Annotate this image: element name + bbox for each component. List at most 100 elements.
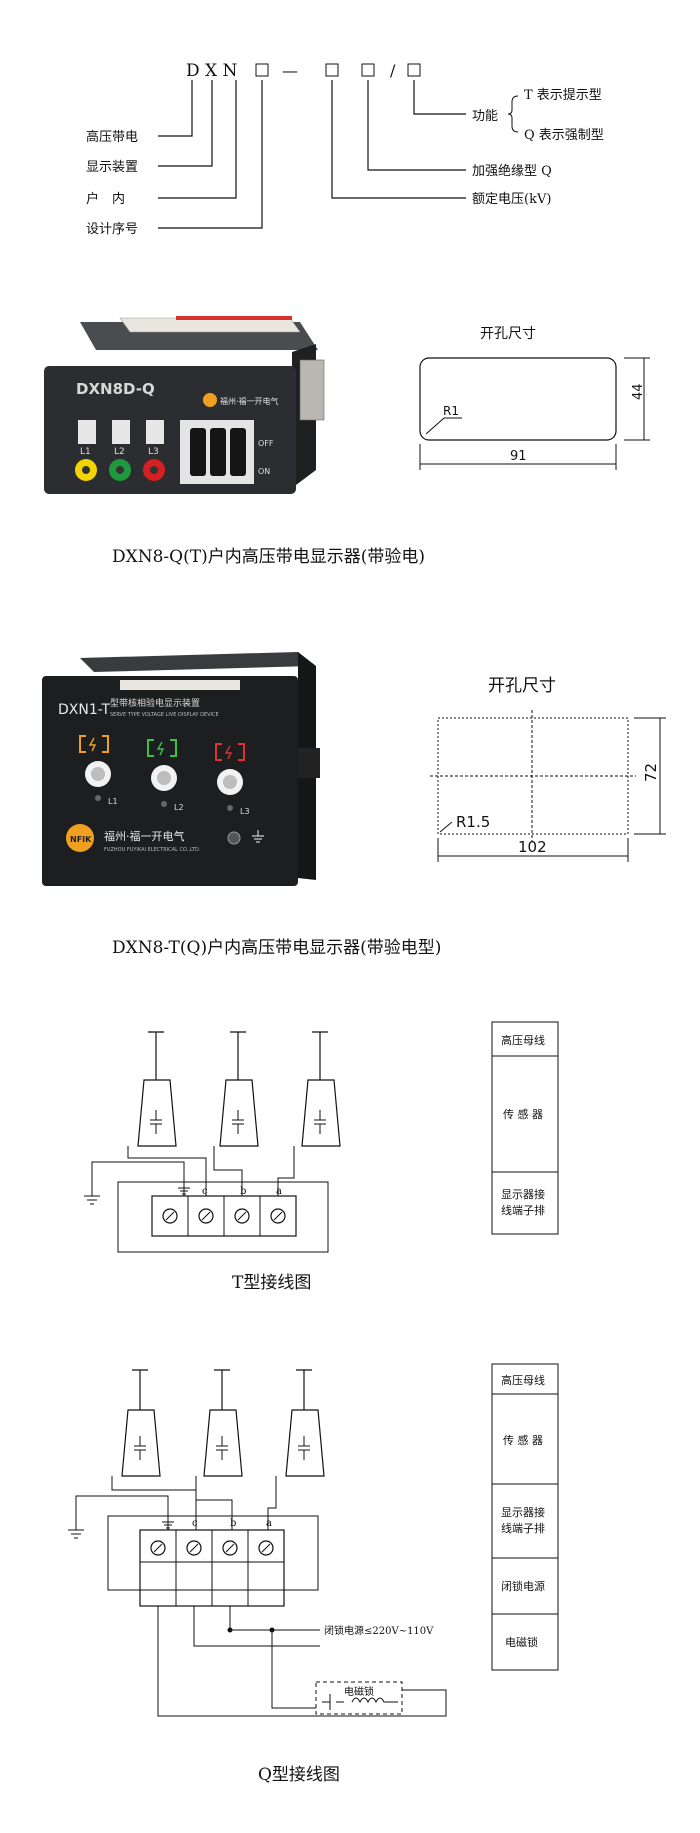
sensor-b-phase — [219, 1031, 259, 1147]
label-sticker — [119, 317, 301, 333]
legend-sensor: 传 感 器 — [503, 1108, 543, 1121]
label-design-number: 设计序号 — [86, 222, 138, 237]
legend-box — [491, 1021, 559, 1235]
screw-icon — [162, 1208, 178, 1224]
panel-brand: 福州·福一开电气 — [104, 829, 185, 843]
legend-busbar: 高压母线 — [501, 1373, 545, 1387]
panel-brand-en: FUZHOU FUYIKAI ELECTRICAL CO.,LTD. — [104, 847, 201, 853]
cutout-title: 开孔尺寸 — [480, 326, 536, 342]
screw-icon — [234, 1208, 250, 1224]
legend-box — [491, 1363, 559, 1671]
screw-icon — [222, 1540, 238, 1556]
wire-c — [111, 1476, 197, 1530]
phase-label: L1 — [108, 797, 118, 806]
legend-terminal: 显示器接 线端子排 — [501, 1188, 549, 1217]
lamp-window-icon — [112, 420, 130, 444]
capacitor-icon — [134, 1436, 146, 1460]
junction-dot — [227, 1627, 233, 1633]
legend-dividers — [492, 1055, 558, 1173]
legend-terminal-line1: 显示器接 — [501, 1188, 545, 1201]
model-letters: D X N — [186, 61, 238, 81]
radius-leader — [439, 821, 453, 833]
lock-power-label: 闭锁电源≤220V~110V — [324, 1624, 434, 1637]
wire-a — [277, 1146, 295, 1196]
height-value: 72 — [642, 763, 660, 782]
terminal-letter-c: c — [202, 1186, 208, 1197]
label-indoor: 户 内 — [86, 191, 125, 207]
capacitor-icon — [150, 1110, 162, 1134]
panel-model: DXN1-T — [58, 702, 111, 718]
phase-label: L3 — [240, 807, 250, 816]
legend-lock: 电磁锁 — [505, 1635, 538, 1649]
rocker-switch-icon — [210, 428, 226, 476]
indicator-l1: L1 — [79, 735, 118, 806]
ground-socket-icon — [227, 831, 241, 845]
height-dimension — [624, 357, 650, 441]
legend-terminal-line2: 线端子排 — [501, 1521, 545, 1535]
indicator-l2: L2 — [109, 420, 131, 481]
busbar-icon — [148, 1031, 164, 1080]
sensor-a-phase — [137, 1031, 177, 1147]
panel-brand: 福州·福一开电气 — [220, 396, 279, 406]
wire-b — [195, 1476, 233, 1530]
rocker-switch-icon — [230, 428, 246, 476]
power-wire-1 — [193, 1606, 320, 1647]
capacitor-icon — [232, 1110, 244, 1134]
sensor-c-phase — [285, 1369, 325, 1477]
ground-icon — [84, 1195, 100, 1205]
screw-slots — [153, 1543, 271, 1553]
test-socket-icon — [95, 795, 101, 801]
sensor-icon — [219, 1079, 259, 1147]
switch-off-label: OFF — [258, 439, 274, 448]
leader-function — [413, 80, 466, 115]
lamp-lens-icon — [91, 767, 105, 781]
lightning-icon — [224, 745, 233, 760]
terminal-letter-b: b — [240, 1186, 246, 1197]
capacitor-icon — [298, 1436, 310, 1460]
indicator-l2: L2 — [147, 739, 184, 812]
code-box-2 — [325, 63, 339, 77]
wire-a — [267, 1476, 277, 1530]
sensor-icon — [301, 1079, 341, 1147]
top-sticker — [120, 680, 240, 690]
code-slash: / — [390, 61, 396, 80]
q-wiring-diagram: c b a 闭锁电源≤220V~110V 电磁锁 高压母线 传 感 器 显示器接… — [68, 1363, 559, 1785]
sensor-icon — [121, 1409, 161, 1477]
code-dash: — — [282, 61, 298, 80]
coil-icon — [351, 1697, 398, 1704]
screw-icon — [186, 1540, 202, 1556]
screw-icon — [270, 1208, 286, 1224]
indicator-l3: L3 — [143, 420, 165, 481]
terminal-ground-icon — [178, 1187, 190, 1195]
terminal-dividers — [140, 1530, 284, 1606]
case-top — [80, 652, 312, 672]
q-diagram-caption: Q型接线图 — [258, 1765, 340, 1785]
panel-subtitle-en: SERVE TYPE VOLTAGE LIVE DISPLAY DEVICE — [110, 712, 219, 718]
rocker-switch-icon — [190, 428, 206, 476]
lock-contact-icon — [322, 1694, 344, 1710]
screw-icon — [258, 1540, 274, 1556]
height-dimension — [634, 717, 666, 835]
busbar-icon — [296, 1369, 312, 1410]
terminal-box-outline — [117, 1181, 329, 1253]
rear-bracket — [299, 359, 325, 421]
legend-terminal-line2: 线端子排 — [501, 1203, 545, 1217]
label-display-device: 显示装置 — [86, 160, 138, 175]
label-reinforced: 加强绝缘型 Q — [472, 163, 552, 179]
leader-reinforced — [367, 80, 466, 171]
ground-icon — [68, 1529, 84, 1539]
code-box-1 — [255, 63, 269, 77]
terminal-dividers — [187, 1196, 261, 1236]
sensor-icon — [285, 1409, 325, 1477]
label-rated-voltage: 额定电压(kV) — [472, 192, 551, 207]
terminal-ground-icon — [162, 1521, 174, 1529]
t-diagram-caption: T型接线图 — [232, 1273, 311, 1293]
width-value: 102 — [518, 838, 547, 856]
product1-photo: DXN8D-Q 福州·福一开电气 L1 L2 L3 OFF ON — [44, 316, 325, 494]
product1-caption: DXN8-Q(T)户内高压带电显示器(带验电) — [112, 547, 425, 567]
test-socket-icon — [161, 801, 167, 807]
socket-hole-icon — [82, 466, 90, 474]
product2-photo: DXN1-T 型带核相验电显示装置 SERVE TYPE VOLTAGE LIV… — [42, 652, 320, 886]
legend-terminal: 显示器接 线端子排 — [501, 1506, 549, 1535]
capacitor-icon — [314, 1110, 326, 1134]
